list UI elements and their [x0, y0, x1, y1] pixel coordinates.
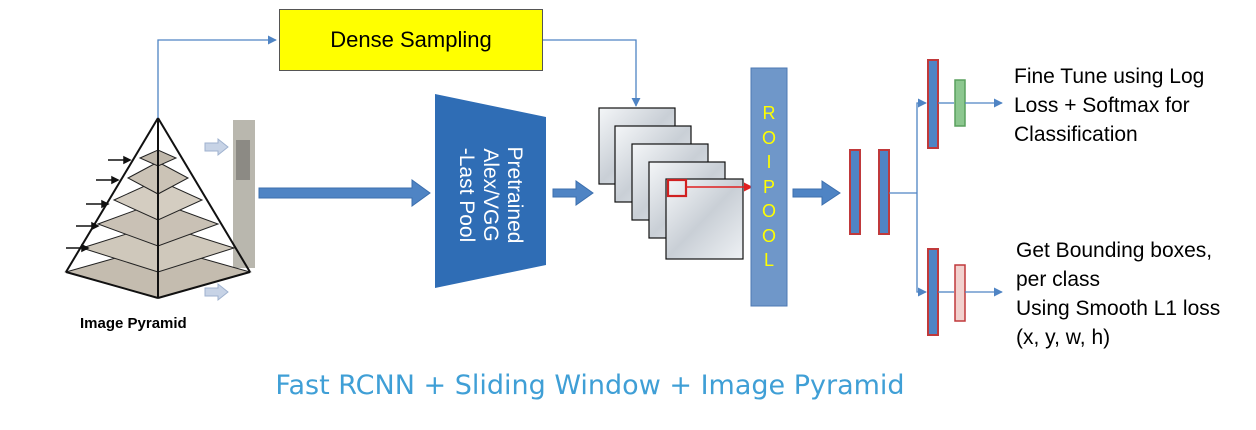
roi-letter: O	[761, 127, 776, 148]
image-pyramid	[64, 117, 255, 302]
roi-region-box	[666, 178, 688, 198]
block-arrow-roi-to-fc	[792, 180, 841, 206]
pyramid-pointer-arrows	[66, 155, 132, 253]
bbox-line-3: Using Smooth L1 loss	[1016, 297, 1221, 320]
roi-letter: I	[766, 152, 772, 173]
classification-line-1: Fine Tune using Log	[1014, 65, 1205, 88]
pyramid-edge-base-right	[157, 271, 251, 299]
diagram-caption: Fast RCNN + Sliding Window + Image Pyram…	[275, 370, 905, 401]
branch-to-cls	[916, 98, 927, 193]
branch-to-bbox	[916, 193, 927, 297]
pyramid-edge-base-left	[65, 271, 159, 299]
bbox-fc-layer	[927, 248, 939, 336]
bbox-line-1: Get Bounding boxes,	[1016, 239, 1213, 262]
connector-dense-to-maps	[543, 39, 641, 107]
bbox-line-4: (x, y, w, h)	[1016, 326, 1111, 349]
bbox-reg-layer	[954, 264, 966, 322]
cnn-trapezoid	[435, 94, 546, 288]
classification-line-2: Loss + Softmax for	[1014, 94, 1190, 117]
block-arrow-cnn-to-maps	[552, 180, 594, 206]
dense-sampling-box: Dense Sampling	[279, 9, 543, 71]
connector-pyramid-to-dense	[157, 35, 277, 118]
cnn-label: Pretrained Alex/VGG -Last Pool	[440, 120, 540, 270]
fc-layer-2	[878, 149, 890, 235]
cls-fc-layer	[927, 59, 939, 149]
block-arrow-pyramid-to-cnn	[258, 179, 431, 207]
feature-map-stack	[598, 107, 753, 260]
softmax-layer	[954, 79, 966, 127]
dense-sampling-label: Dense Sampling	[330, 27, 492, 52]
pyramid-edge-right	[157, 117, 251, 273]
roi-letter: P	[762, 176, 775, 197]
bbox-line-2: per class	[1016, 268, 1101, 291]
cnn-label-line-2: Alex/VGG	[479, 148, 502, 242]
cnn-label-line-3: -Last Pool	[455, 147, 478, 243]
classification-line-3: Classification	[1014, 123, 1138, 146]
bbox-text: Get Bounding boxes, per class Using Smoo…	[1016, 236, 1220, 352]
roi-letter: L	[763, 250, 774, 271]
roi-pool-label: R O I P O O L	[751, 68, 787, 306]
side-photo-strip-shade	[236, 140, 250, 180]
image-pyramid-label: Image Pyramid	[80, 315, 187, 332]
roi-letter: O	[761, 225, 776, 246]
classification-text: Fine Tune using Log Loss + Softmax for C…	[1014, 62, 1204, 149]
roi-pool-bar	[750, 67, 788, 307]
cnn-label-line-1: Pretrained	[503, 146, 526, 244]
fc-layer-1	[849, 149, 861, 235]
feature-map-5	[665, 178, 744, 260]
sliding-direction-arrows	[204, 137, 229, 302]
roi-letter: O	[761, 201, 776, 222]
roi-letter: R	[762, 103, 776, 124]
